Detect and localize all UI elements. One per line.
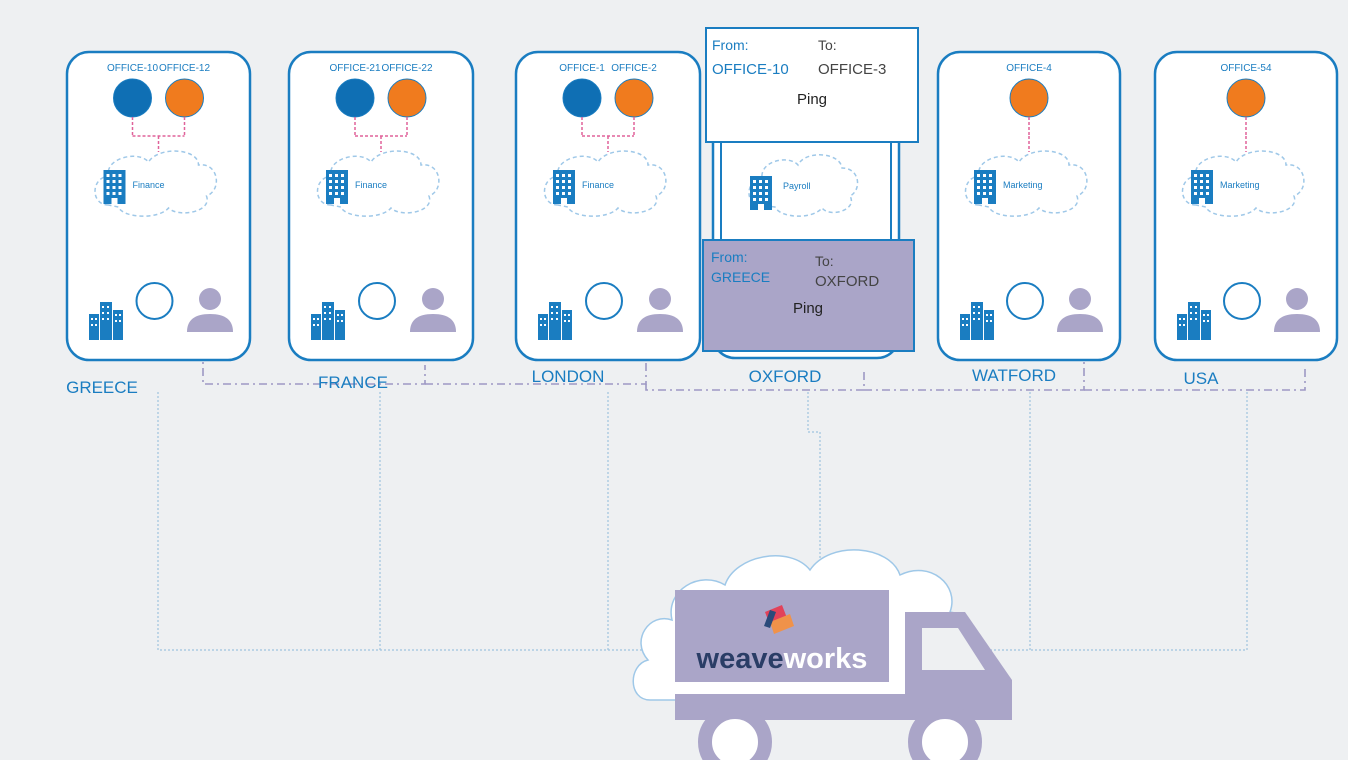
office-node <box>614 78 654 118</box>
weaveworks-truck: weaveworks <box>632 549 1012 760</box>
office-node <box>387 78 427 118</box>
network-label: Finance <box>582 180 614 190</box>
outer-action: Ping <box>793 300 823 317</box>
oxford-network: Payroll <box>748 154 859 217</box>
outer-from-value: GREECE <box>711 269 770 285</box>
gateway-node <box>585 282 623 320</box>
site-container <box>65 50 252 362</box>
building-icon <box>103 170 126 204</box>
site-name-london: LONDON <box>532 367 605 386</box>
office-label: OFFICE-21 <box>329 63 381 74</box>
user-network-lines <box>202 350 1306 391</box>
inner-action: Ping <box>797 91 827 108</box>
network-label: Payroll <box>783 181 811 191</box>
gateway-node <box>135 282 174 320</box>
gateway-node <box>1006 282 1044 320</box>
building-icon <box>326 170 348 204</box>
outer-to-value: OXFORD <box>815 273 879 290</box>
site-container <box>1153 50 1339 362</box>
outer-to-label: To: <box>815 253 834 269</box>
site-container <box>287 50 475 362</box>
office-label: OFFICE-1 <box>559 63 605 74</box>
network-label: Marketing <box>1220 180 1260 190</box>
inner-from-value: OFFICE-10 <box>712 61 789 78</box>
office-label: OFFICE-10 <box>107 63 159 74</box>
office-label: OFFICE-4 <box>1006 63 1052 74</box>
office-node <box>335 78 375 118</box>
office-node <box>165 78 204 118</box>
inner-from-label: From: <box>712 37 749 53</box>
gateway-node <box>1223 282 1261 320</box>
building-icon <box>553 170 575 204</box>
site-name-france: FRANCE <box>318 373 388 392</box>
weaveworks-logo-icon <box>764 605 794 634</box>
building-icon <box>1191 170 1213 204</box>
site-name-usa: USA <box>1184 369 1220 388</box>
office-label: OFFICE-12 <box>159 63 211 74</box>
transport-connection-lines <box>157 392 1248 651</box>
inner-to-value: OFFICE-3 <box>818 61 886 78</box>
outer-packet-header: From: To: GREECE OXFORD Ping <box>702 239 915 352</box>
network-label: Finance <box>355 180 387 190</box>
site-container <box>936 50 1122 362</box>
office-node <box>1009 78 1049 118</box>
office-label: OFFICE-2 <box>611 63 657 74</box>
inner-to-label: To: <box>818 37 837 53</box>
outer-from-label: From: <box>711 249 748 265</box>
truck-wheel <box>698 705 772 760</box>
network-label: Marketing <box>1003 180 1043 190</box>
inner-packet-header: From: To: OFFICE-10 OFFICE-3 Ping <box>705 27 919 143</box>
building-icon <box>974 170 996 204</box>
gateway-node <box>358 282 396 320</box>
network-label: Finance <box>133 180 165 190</box>
office-label: OFFICE-22 <box>381 63 433 74</box>
building-icon <box>750 176 772 210</box>
site-container <box>514 50 702 362</box>
site-name-greece: GREECE <box>66 378 138 397</box>
office-node <box>1226 78 1266 118</box>
site-name-oxford: OXFORD <box>749 367 822 386</box>
office-node <box>562 78 602 118</box>
office-label: OFFICE-54 <box>1220 63 1272 74</box>
office-node <box>113 78 152 118</box>
truck-wheel <box>908 705 982 760</box>
site-name-watford: WATFORD <box>972 366 1056 385</box>
weaveworks-wordmark: weaveworks <box>696 643 868 675</box>
